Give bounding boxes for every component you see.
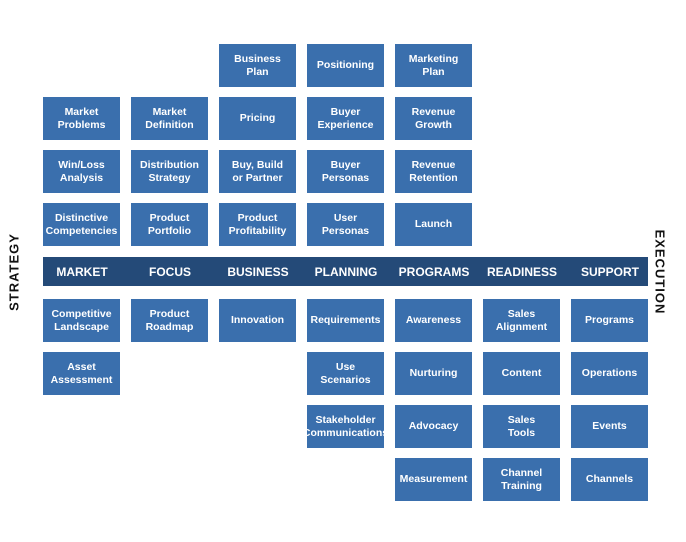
strategy-box: Win/Loss Analysis bbox=[43, 150, 120, 193]
strategy-box: Buy, Build or Partner bbox=[219, 150, 296, 193]
strategy-box: Distinctive Competencies bbox=[43, 203, 120, 246]
execution-box: Competitive Landscape bbox=[43, 299, 120, 342]
column-header-readiness: READINESS bbox=[486, 264, 557, 279]
strategy-label: STRATEGY bbox=[6, 233, 22, 311]
execution-box: Product Roadmap bbox=[131, 299, 208, 342]
column-header-planning: PLANNING bbox=[314, 264, 378, 279]
column-header-support: SUPPORT bbox=[580, 264, 639, 279]
strategy-box: User Personas bbox=[307, 203, 384, 246]
strategy-box: Buyer Experience bbox=[307, 97, 384, 140]
column-header-programs: PROGRAMS bbox=[398, 264, 470, 279]
execution-box: Requirements bbox=[307, 299, 384, 342]
execution-box: Stakeholder Communications bbox=[303, 405, 388, 448]
strategy-box: Business Plan bbox=[219, 44, 296, 87]
execution-box: Measurement bbox=[395, 458, 472, 501]
column-header-market: MARKET bbox=[56, 264, 108, 279]
strategy-box: Revenue Growth bbox=[395, 97, 472, 140]
strategy-box: Pricing bbox=[219, 97, 296, 140]
strategy-box: Product Portfolio bbox=[131, 203, 208, 246]
execution-box: Nurturing bbox=[395, 352, 472, 395]
strategy-box: Product Profitability bbox=[219, 203, 296, 246]
execution-box: Channels bbox=[571, 458, 648, 501]
strategy-box: Positioning bbox=[307, 44, 384, 87]
column-header-focus: FOCUS bbox=[149, 264, 191, 279]
strategy-box: Buyer Personas bbox=[307, 150, 384, 193]
execution-box: Programs bbox=[571, 299, 648, 342]
header-band bbox=[43, 257, 648, 286]
execution-box: Events bbox=[571, 405, 648, 448]
strategy-box: Revenue Retention bbox=[395, 150, 472, 193]
execution-box: Channel Training bbox=[483, 458, 560, 501]
strategy-box: Market Definition bbox=[131, 97, 208, 140]
strategy-box: Launch bbox=[395, 203, 472, 246]
strategy-box: Marketing Plan bbox=[395, 44, 472, 87]
execution-box: Content bbox=[483, 352, 560, 395]
strategy-box: Market Problems bbox=[43, 97, 120, 140]
execution-box: Operations bbox=[571, 352, 648, 395]
column-header-business: BUSINESS bbox=[227, 264, 289, 279]
execution-box: Use Scenarios bbox=[307, 352, 384, 395]
execution-box: Asset Assessment bbox=[43, 352, 120, 395]
execution-box: Innovation bbox=[219, 299, 296, 342]
execution-box: Sales Tools bbox=[483, 405, 560, 448]
execution-box: Awareness bbox=[395, 299, 472, 342]
execution-box: Sales Alignment bbox=[483, 299, 560, 342]
execution-box: Advocacy bbox=[395, 405, 472, 448]
strategy-box: Distribution Strategy bbox=[131, 150, 208, 193]
